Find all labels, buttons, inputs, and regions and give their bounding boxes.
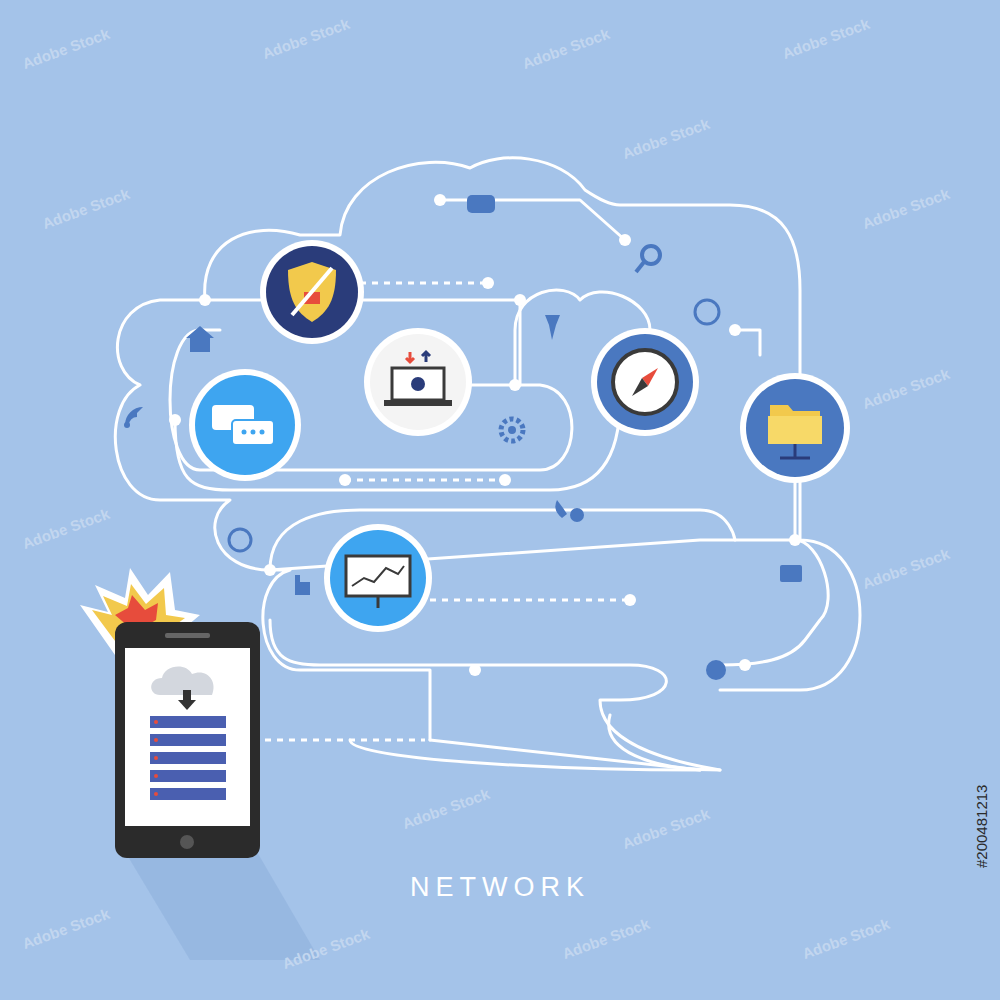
watermark: Adobe Stock — [400, 785, 492, 832]
watermark: Adobe Stock — [520, 25, 612, 72]
watermark: Adobe Stock — [860, 545, 952, 592]
watermark: Adobe Stock — [860, 185, 952, 232]
stock-id: #200481213 — [973, 785, 990, 868]
watermark: Adobe Stock — [20, 905, 112, 952]
watermark: Adobe Stock — [860, 365, 952, 412]
diagram-title: NETWORK — [410, 872, 590, 903]
watermark: Adobe Stock — [780, 15, 872, 62]
watermark: Adobe Stock — [20, 25, 112, 72]
watermark: Adobe Stock — [260, 15, 352, 62]
watermark: Adobe Stock — [620, 805, 712, 852]
watermark: Adobe Stock — [20, 505, 112, 552]
watermark: Adobe Stock — [40, 185, 132, 232]
watermark: Adobe Stock — [620, 115, 712, 162]
watermark: Adobe Stock — [800, 915, 892, 962]
watermark: Adobe Stock — [560, 915, 652, 962]
